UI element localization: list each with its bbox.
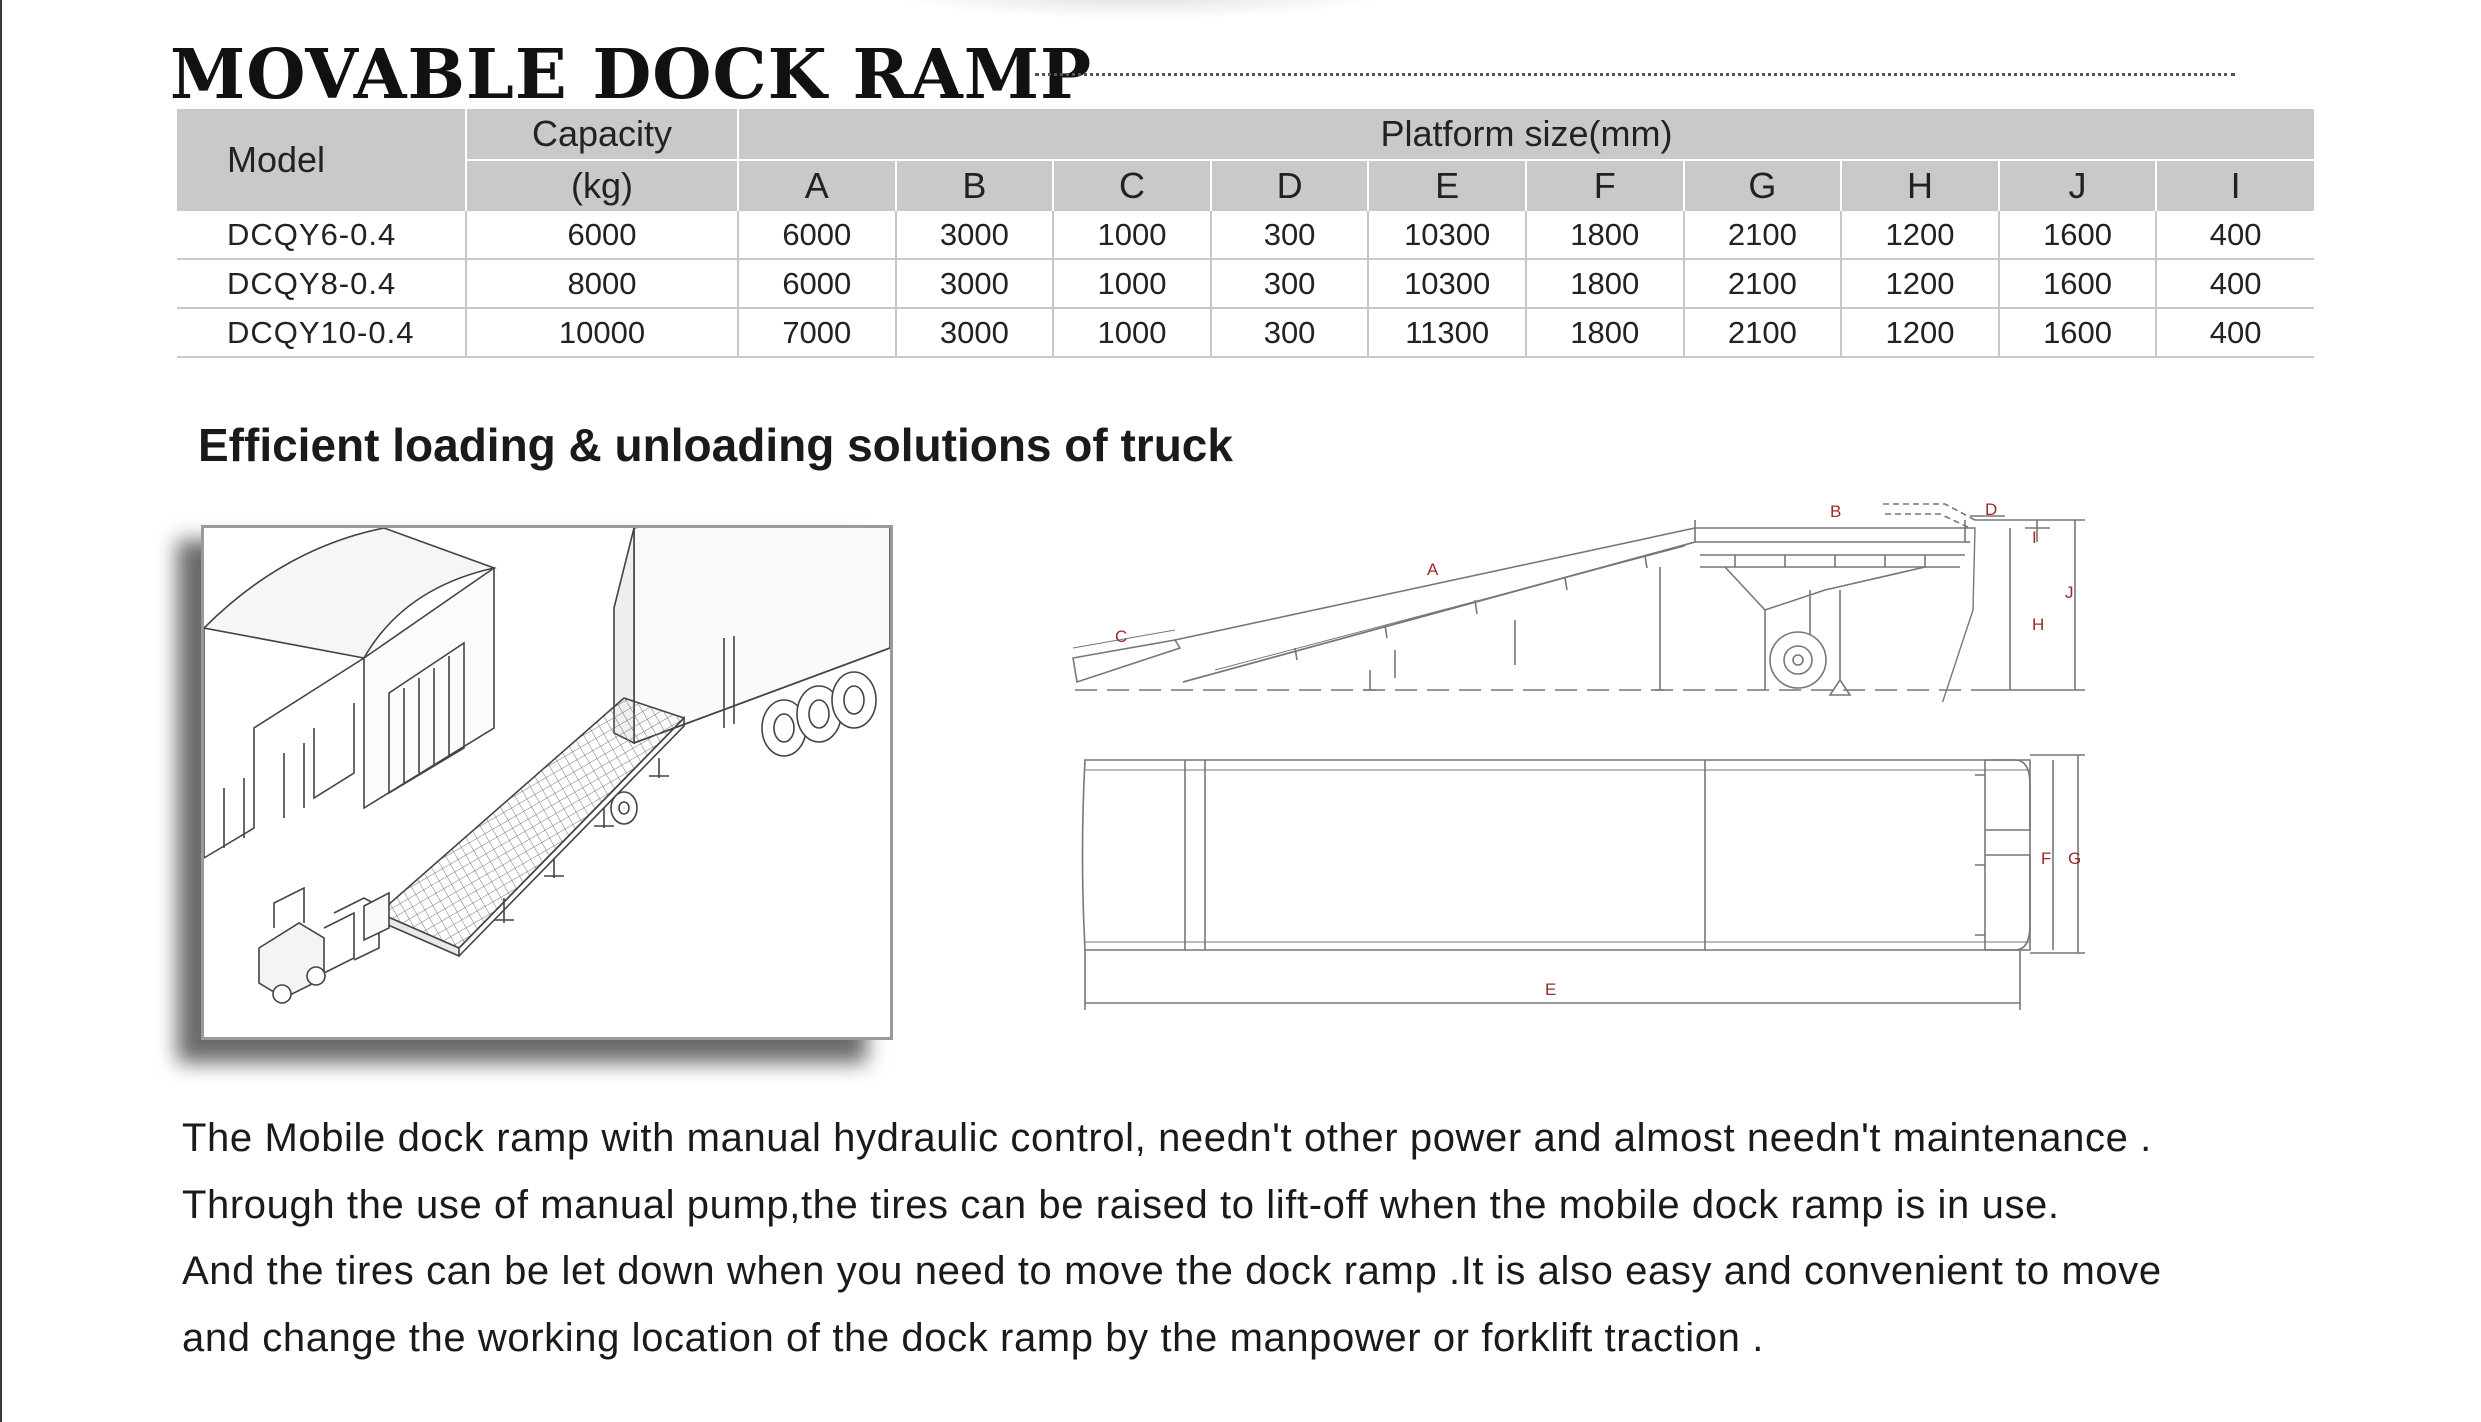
dim-header-a: A xyxy=(737,159,896,211)
description-line: And the tires can be let down when you n… xyxy=(182,1249,2162,1293)
dimension-label-e: E xyxy=(1545,980,1556,999)
description-paragraph: The Mobile dock ramp with manual hydraul… xyxy=(182,1105,2432,1371)
dim-cell-g: 2100 xyxy=(1682,259,1842,309)
dim-cell-f: 1800 xyxy=(1524,308,1684,358)
dim-header-d: D xyxy=(1209,159,1369,211)
dim-cell-h: 1200 xyxy=(1840,308,1999,358)
model-header: Model xyxy=(177,109,466,211)
table-row: DCQY8-0.4 8000 6000 3000 1000 300 10300 … xyxy=(177,259,2314,309)
dim-cell-a: 7000 xyxy=(737,308,896,358)
platform-size-header: Platform size(mm) xyxy=(737,109,2314,160)
ramp-illustration xyxy=(201,525,893,1040)
dimension-label-b: B xyxy=(1830,502,1841,521)
description-line: Through the use of manual pump,the tires… xyxy=(182,1182,2060,1227)
dim-header-e: E xyxy=(1367,159,1526,211)
capacity-cell: 8000 xyxy=(465,259,738,309)
dim-header-h: H xyxy=(1840,159,1999,211)
model-cell: DCQY8-0.4 xyxy=(177,259,466,309)
dim-cell-b: 3000 xyxy=(894,259,1054,309)
dim-cell-i: 400 xyxy=(2155,259,2314,309)
dim-cell-e: 10300 xyxy=(1367,259,1526,309)
dim-cell-g: 2100 xyxy=(1682,308,1842,358)
dim-cell-d: 300 xyxy=(1209,308,1369,358)
dimension-label-c: C xyxy=(1115,627,1127,646)
capacity-cell: 10000 xyxy=(465,308,738,358)
dim-cell-b: 3000 xyxy=(894,211,1054,260)
dim-cell-c: 1000 xyxy=(1052,259,1211,309)
page-left-border xyxy=(0,0,2,1422)
dimension-label-g: G xyxy=(2068,849,2081,868)
dim-cell-f: 1800 xyxy=(1524,211,1684,260)
dim-header-g: G xyxy=(1682,159,1842,211)
model-cell: DCQY6-0.4 xyxy=(177,211,466,260)
table-row: DCQY10-0.4 10000 7000 3000 1000 300 1130… xyxy=(177,308,2314,358)
dimension-label-f: F xyxy=(2041,849,2051,868)
dim-cell-h: 1200 xyxy=(1840,259,1999,309)
dimension-label-i: I xyxy=(2032,528,2037,547)
dim-cell-b: 3000 xyxy=(894,308,1054,358)
table-header-row: Model Capacity Platform size(mm) xyxy=(177,109,2314,211)
dim-cell-j: 1600 xyxy=(1997,211,2157,260)
dim-cell-c: 1000 xyxy=(1052,308,1211,358)
capacity-header: Capacity xyxy=(465,109,738,160)
dim-cell-e: 10300 xyxy=(1367,211,1526,260)
spec-table: Model Capacity Platform size(mm) (kg) A … xyxy=(177,109,2314,358)
title-dotted-rule xyxy=(1035,73,2235,76)
dim-cell-h: 1200 xyxy=(1840,211,1999,260)
dim-cell-d: 300 xyxy=(1209,259,1369,309)
dim-header-i: I xyxy=(2155,159,2314,211)
capacity-unit-header: (kg) xyxy=(465,159,738,211)
dim-cell-d: 300 xyxy=(1209,211,1369,260)
dim-cell-f: 1800 xyxy=(1524,259,1684,309)
dim-header-f: F xyxy=(1524,159,1684,211)
description-line: The Mobile dock ramp with manual hydraul… xyxy=(182,1116,2152,1160)
dim-cell-c: 1000 xyxy=(1052,211,1211,260)
top-shadow-decoration xyxy=(880,0,1400,20)
side-view-drawing: A B C D I J H xyxy=(1072,500,2085,702)
table-row: DCQY6-0.4 6000 6000 3000 1000 300 10300 … xyxy=(177,211,2314,260)
dimension-label-j: J xyxy=(2065,583,2074,602)
page-title: MOVABLE DOCK RAMP xyxy=(170,35,1093,115)
model-cell: DCQY10-0.4 xyxy=(177,308,466,358)
table-subheader-row: (kg) A B C D E F G H J I xyxy=(177,159,2314,211)
section-subtitle: Efficient loading & unloading solutions … xyxy=(198,419,1233,471)
dim-header-b: B xyxy=(894,159,1054,211)
dim-cell-i: 400 xyxy=(2155,308,2314,358)
dimension-label-a: A xyxy=(1427,560,1439,579)
dim-cell-i: 400 xyxy=(2155,211,2314,260)
top-view-drawing: E F G xyxy=(1081,754,2085,1010)
dim-cell-g: 2100 xyxy=(1682,211,1842,260)
dim-cell-j: 1600 xyxy=(1997,308,2157,358)
ramp-illustration-drawing xyxy=(204,528,890,1004)
dimension-label-d: D xyxy=(1985,500,1997,519)
capacity-cell: 6000 xyxy=(465,211,738,260)
description-line: and change the working location of the d… xyxy=(182,1315,1764,1360)
dim-cell-e: 11300 xyxy=(1367,308,1526,358)
dim-cell-a: 6000 xyxy=(737,259,896,309)
dim-header-j: J xyxy=(1997,159,2157,211)
dimension-label-h: H xyxy=(2032,615,2044,634)
dim-cell-j: 1600 xyxy=(1997,259,2157,309)
dim-cell-a: 6000 xyxy=(737,211,896,260)
dim-header-c: C xyxy=(1052,159,1211,211)
